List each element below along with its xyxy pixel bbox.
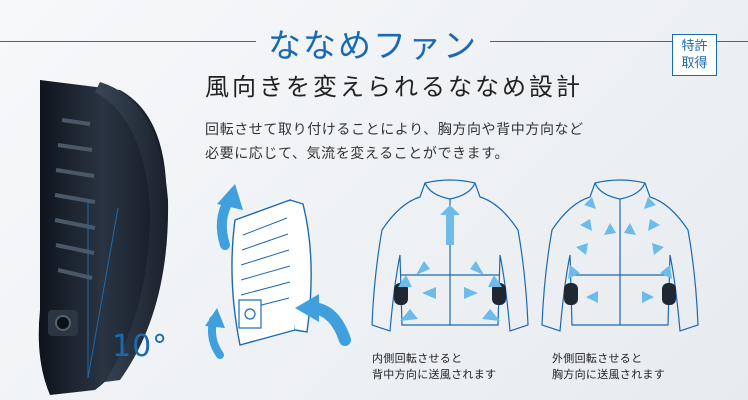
airflow-arrows-icon <box>568 197 672 303</box>
outer-caption-line-1: 外側回転させると <box>552 352 643 365</box>
fan-side-image <box>38 80 169 395</box>
title-rule-left <box>0 41 256 42</box>
feature-description: 回転させて取り付けることにより、胸方向や背中方向など 必要に応じて、気流を変える… <box>205 118 675 166</box>
airflow-down-arrow-icon <box>205 308 225 328</box>
inner-caption-line-1: 内側回転させると <box>372 352 463 365</box>
inner-rotation-caption: 内側回転させると 背中方向に送風されます <box>372 351 496 383</box>
page-title: ななめファン <box>268 26 478 66</box>
angle-label: 10° <box>112 329 169 364</box>
description-line-2: 必要に応じて、気流を変えることができます。 <box>205 146 510 162</box>
patent-badge-line2: 取得 <box>681 56 708 71</box>
title-rule-right <box>490 41 748 42</box>
jacket-inner-rotation-image <box>371 179 529 332</box>
jacket-outer-rotation-image <box>541 179 699 332</box>
patent-badge: 特許 取得 <box>672 34 717 76</box>
fan-rotation-diagram <box>205 184 351 359</box>
airflow-arrows-icon <box>398 205 502 321</box>
header: ななめファン <box>0 0 748 65</box>
outer-rotation-caption: 外側回転させると 胸方向に送風されます <box>552 351 665 383</box>
airflow-up-arrow-icon <box>217 184 243 210</box>
outer-caption-line-2: 胸方向に送風されます <box>552 368 665 381</box>
inner-caption-line-2: 背中方向に送風されます <box>372 368 497 381</box>
description-line-1: 回転させて取り付けることにより、胸方向や背中方向など <box>205 122 584 138</box>
airflow-in-arrow-icon <box>295 294 319 322</box>
patent-badge-line1: 特許 <box>681 39 708 54</box>
feature-headline: 風向きを変えられるななめ設計 <box>205 73 583 101</box>
